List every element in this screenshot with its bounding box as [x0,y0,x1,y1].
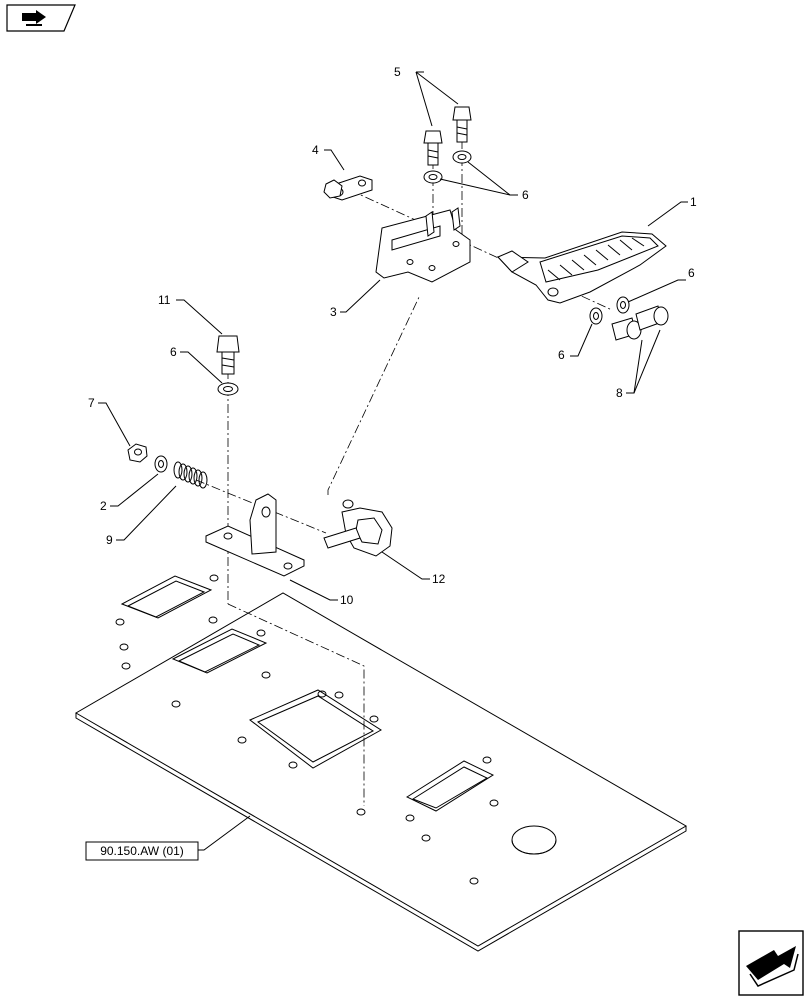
plate-cutout [249,689,382,769]
base-bracket [205,493,305,577]
plate-round-hole [511,825,557,855]
side-bolt-pair [611,305,669,341]
callout-6: 6 [522,188,529,202]
bolt [216,335,240,375]
foot-pedal [496,231,667,304]
callout-8: 8 [616,386,623,400]
next-page-arrow-icon[interactable] [738,930,804,996]
bolt [635,305,669,331]
hex-nut [127,443,148,463]
plate-cutout [405,760,495,812]
reference-label: 90.150.AW (01) [100,844,184,858]
book-arrow-icon[interactable] [6,4,76,32]
callout-2: 2 [100,499,107,513]
bolt [611,317,642,341]
washer [452,150,472,164]
mounting-bracket [375,207,471,283]
plate-cutout [120,575,213,619]
plate-cutout [171,628,268,674]
washer [154,455,168,473]
washer [217,382,239,396]
bolt [452,106,472,143]
link-plate [323,175,373,201]
reference-label-box[interactable]: 90.150.AW (01) [85,841,199,861]
washer [423,170,443,184]
callout-9: 9 [106,533,113,547]
callout-11: 11 [158,293,171,307]
callout-4: 4 [312,143,319,157]
clevis-pin [323,499,393,557]
plate-bolt-holes [115,574,499,885]
callout-10: 10 [340,593,354,607]
callout-1: 1 [690,195,697,209]
washer [589,307,603,325]
callout-7: 7 [88,396,95,410]
bolt [423,130,443,166]
callout-6: 6 [558,348,565,362]
bolt-pair [423,106,472,166]
washer [616,296,630,314]
callout-3: 3 [330,305,337,319]
callout-6: 6 [170,345,177,359]
coil-spring [173,461,208,489]
callout-labels: 1 2 3 4 5 6 6 6 6 7 8 9 10 11 12 [88,65,697,607]
callout-5: 5 [394,65,401,79]
callout-12: 12 [432,572,446,586]
floor-plate [75,574,687,952]
callout-6: 6 [688,266,695,280]
leader-lines [98,71,688,851]
